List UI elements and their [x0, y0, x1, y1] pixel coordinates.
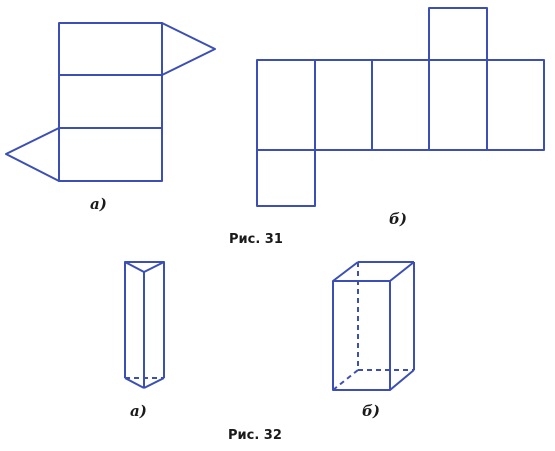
box-bottom-right	[389, 369, 415, 391]
prism-top-triangle	[124, 261, 165, 273]
fig32-label-b: б)	[362, 402, 380, 420]
fig32-caption: Рис. 32	[228, 428, 282, 443]
prism-bottom-front-right	[143, 377, 165, 389]
box-front-face	[332, 280, 391, 391]
net-a-face-top	[58, 22, 163, 76]
triangular-prism	[124, 261, 165, 389]
net-a-triangle-left	[5, 127, 60, 182]
net-b-bottom-flap	[256, 149, 316, 207]
net-a-triangle-right	[161, 22, 216, 76]
box-top-right	[389, 261, 415, 282]
fig31-label-b: б)	[389, 210, 407, 228]
rectangular-box	[332, 261, 415, 391]
net-b-top-flap	[428, 7, 488, 61]
net-a-face-bottom	[58, 127, 163, 182]
fig31-caption: Рис. 31	[229, 232, 283, 247]
fig31-label-a: а)	[90, 195, 107, 213]
net-a-face-middle	[58, 74, 163, 129]
triangular-prism-net	[5, 22, 216, 182]
box-net	[256, 7, 545, 207]
net-b-strip	[256, 59, 545, 151]
prism-bottom-front-left	[124, 377, 145, 389]
fig32-label-a: а)	[130, 402, 147, 420]
box-top-left	[332, 261, 359, 282]
box-hidden-bottom-left	[332, 369, 359, 391]
